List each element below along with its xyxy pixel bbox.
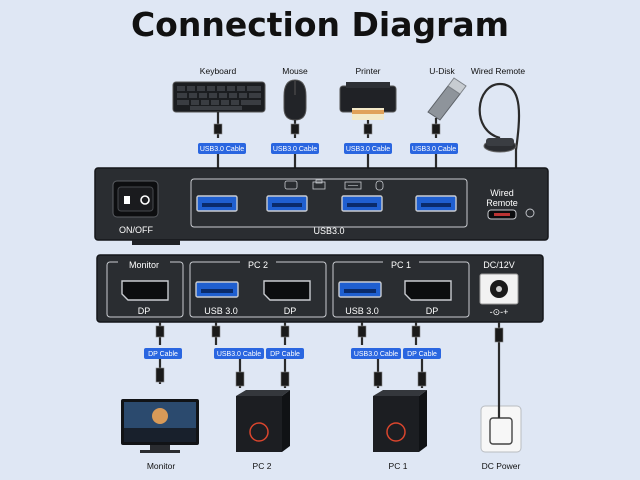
keyboard-icon xyxy=(172,81,266,113)
diagram-title: Connection Diagram xyxy=(131,5,509,44)
dc-power-label: DC/12V xyxy=(483,260,515,270)
dp-port[interactable] xyxy=(404,280,452,301)
printer-port-icon xyxy=(312,179,326,190)
remote-port-label-line2: Remote xyxy=(486,198,518,208)
pc1-device: PC 1 xyxy=(373,390,427,471)
dc-power-device-label: DC Power xyxy=(482,461,521,471)
usb-cable-tag: USB3.0 Cable xyxy=(198,143,246,154)
remote-symbol-icon xyxy=(525,208,535,218)
kvm-back-panel: Monitor DP PC 2 USB 3.0 DP PC 1 USB 3.0 … xyxy=(96,254,544,323)
keyboard-device: Keyboard xyxy=(172,66,266,138)
monitor-device: Monitor xyxy=(121,399,199,471)
monitor-icon xyxy=(121,399,199,453)
pc1-label: PC 1 xyxy=(389,461,408,471)
dp-label: DP xyxy=(284,306,297,316)
printer-device: Printer xyxy=(339,66,397,138)
usb-port[interactable] xyxy=(341,195,383,212)
svg-text:USB3.0 Cable: USB3.0 Cable xyxy=(273,146,317,153)
mouse-label: Mouse xyxy=(282,66,308,76)
mouse-port-icon xyxy=(284,180,298,190)
mouse-device: Mouse xyxy=(282,66,308,138)
remote-port[interactable] xyxy=(487,209,517,220)
keyboard-port-icon xyxy=(344,181,362,190)
pc2-label: PC 2 xyxy=(253,461,272,471)
dp-label: DP xyxy=(138,306,151,316)
off-mark-icon xyxy=(140,195,150,205)
udisk-device: U-Disk xyxy=(427,66,467,138)
usb-cable-tag: USB3.0 Cable xyxy=(271,143,319,154)
pc-tower-icon xyxy=(373,390,427,452)
usb-port[interactable] xyxy=(415,195,457,212)
mouse-port-icon xyxy=(375,180,384,191)
usb-cable-tag: USB3.0 Cable xyxy=(410,143,458,154)
usb-port[interactable] xyxy=(266,195,308,212)
monitor-port-label: Monitor xyxy=(129,260,159,270)
usb-cable-tag: USB3.0 Cable xyxy=(214,348,264,359)
on-mark-icon xyxy=(124,196,130,204)
svg-text:USB3.0 Cable: USB3.0 Cable xyxy=(217,351,261,358)
dp-cable-tag: DP Cable xyxy=(403,348,441,359)
svg-text:USB3.0 Cable: USB3.0 Cable xyxy=(354,351,398,358)
usb-cable-tag: USB3.0 Cable xyxy=(344,143,392,154)
mouse-icon xyxy=(283,79,307,121)
power-adapter-icon xyxy=(480,400,522,453)
remote-puck-icon xyxy=(483,138,517,153)
power-switch-label: ON/OFF xyxy=(119,225,153,235)
svg-text:DP Cable: DP Cable xyxy=(148,351,178,358)
svg-text:DP Cable: DP Cable xyxy=(407,351,437,358)
usb-label: USB 3.0 xyxy=(204,306,238,316)
svg-text:USB3.0 Cable: USB3.0 Cable xyxy=(412,146,456,153)
dp-port[interactable] xyxy=(121,280,169,301)
pc1-port-label: PC 1 xyxy=(391,260,411,270)
dc-power-jack[interactable] xyxy=(479,273,519,305)
printer-icon xyxy=(339,82,397,120)
usb-cable-tag: USB3.0 Cable xyxy=(351,348,401,359)
svg-text:DP Cable: DP Cable xyxy=(270,351,300,358)
usb-group-label: USB3.0 xyxy=(313,226,344,236)
power-polarity-label: -⊙-+ xyxy=(490,307,509,317)
remote-port-label-line1: Wired xyxy=(490,188,514,198)
svg-text:USB3.0 Cable: USB3.0 Cable xyxy=(346,146,390,153)
wired-remote-label: Wired Remote xyxy=(471,66,526,76)
dp-port[interactable] xyxy=(263,280,311,301)
power-switch[interactable] xyxy=(112,180,159,218)
pc-tower-icon xyxy=(236,390,290,452)
usb-port[interactable] xyxy=(195,281,239,298)
kvm-front-panel: ON/OFF USB3.0 Wired Remote xyxy=(94,167,549,241)
pc2-device: PC 2 xyxy=(236,390,290,471)
printer-label: Printer xyxy=(355,66,380,76)
monitor-label: Monitor xyxy=(147,461,176,471)
svg-text:USB3.0 Cable: USB3.0 Cable xyxy=(200,146,244,153)
wired-remote-device: Wired Remote xyxy=(471,66,526,202)
usb-label: USB 3.0 xyxy=(345,306,379,316)
keyboard-label: Keyboard xyxy=(200,66,237,76)
dp-label: DP xyxy=(426,306,439,316)
usb-port[interactable] xyxy=(338,281,382,298)
usb-drive-icon xyxy=(427,77,467,121)
dp-cable-tag: DP Cable xyxy=(266,348,304,359)
dp-cable-tag: DP Cable xyxy=(144,348,182,359)
udisk-label: U-Disk xyxy=(429,66,455,76)
pc2-port-label: PC 2 xyxy=(248,260,268,270)
dc-power-device: DC Power xyxy=(480,400,522,471)
usb-port[interactable] xyxy=(196,195,238,212)
